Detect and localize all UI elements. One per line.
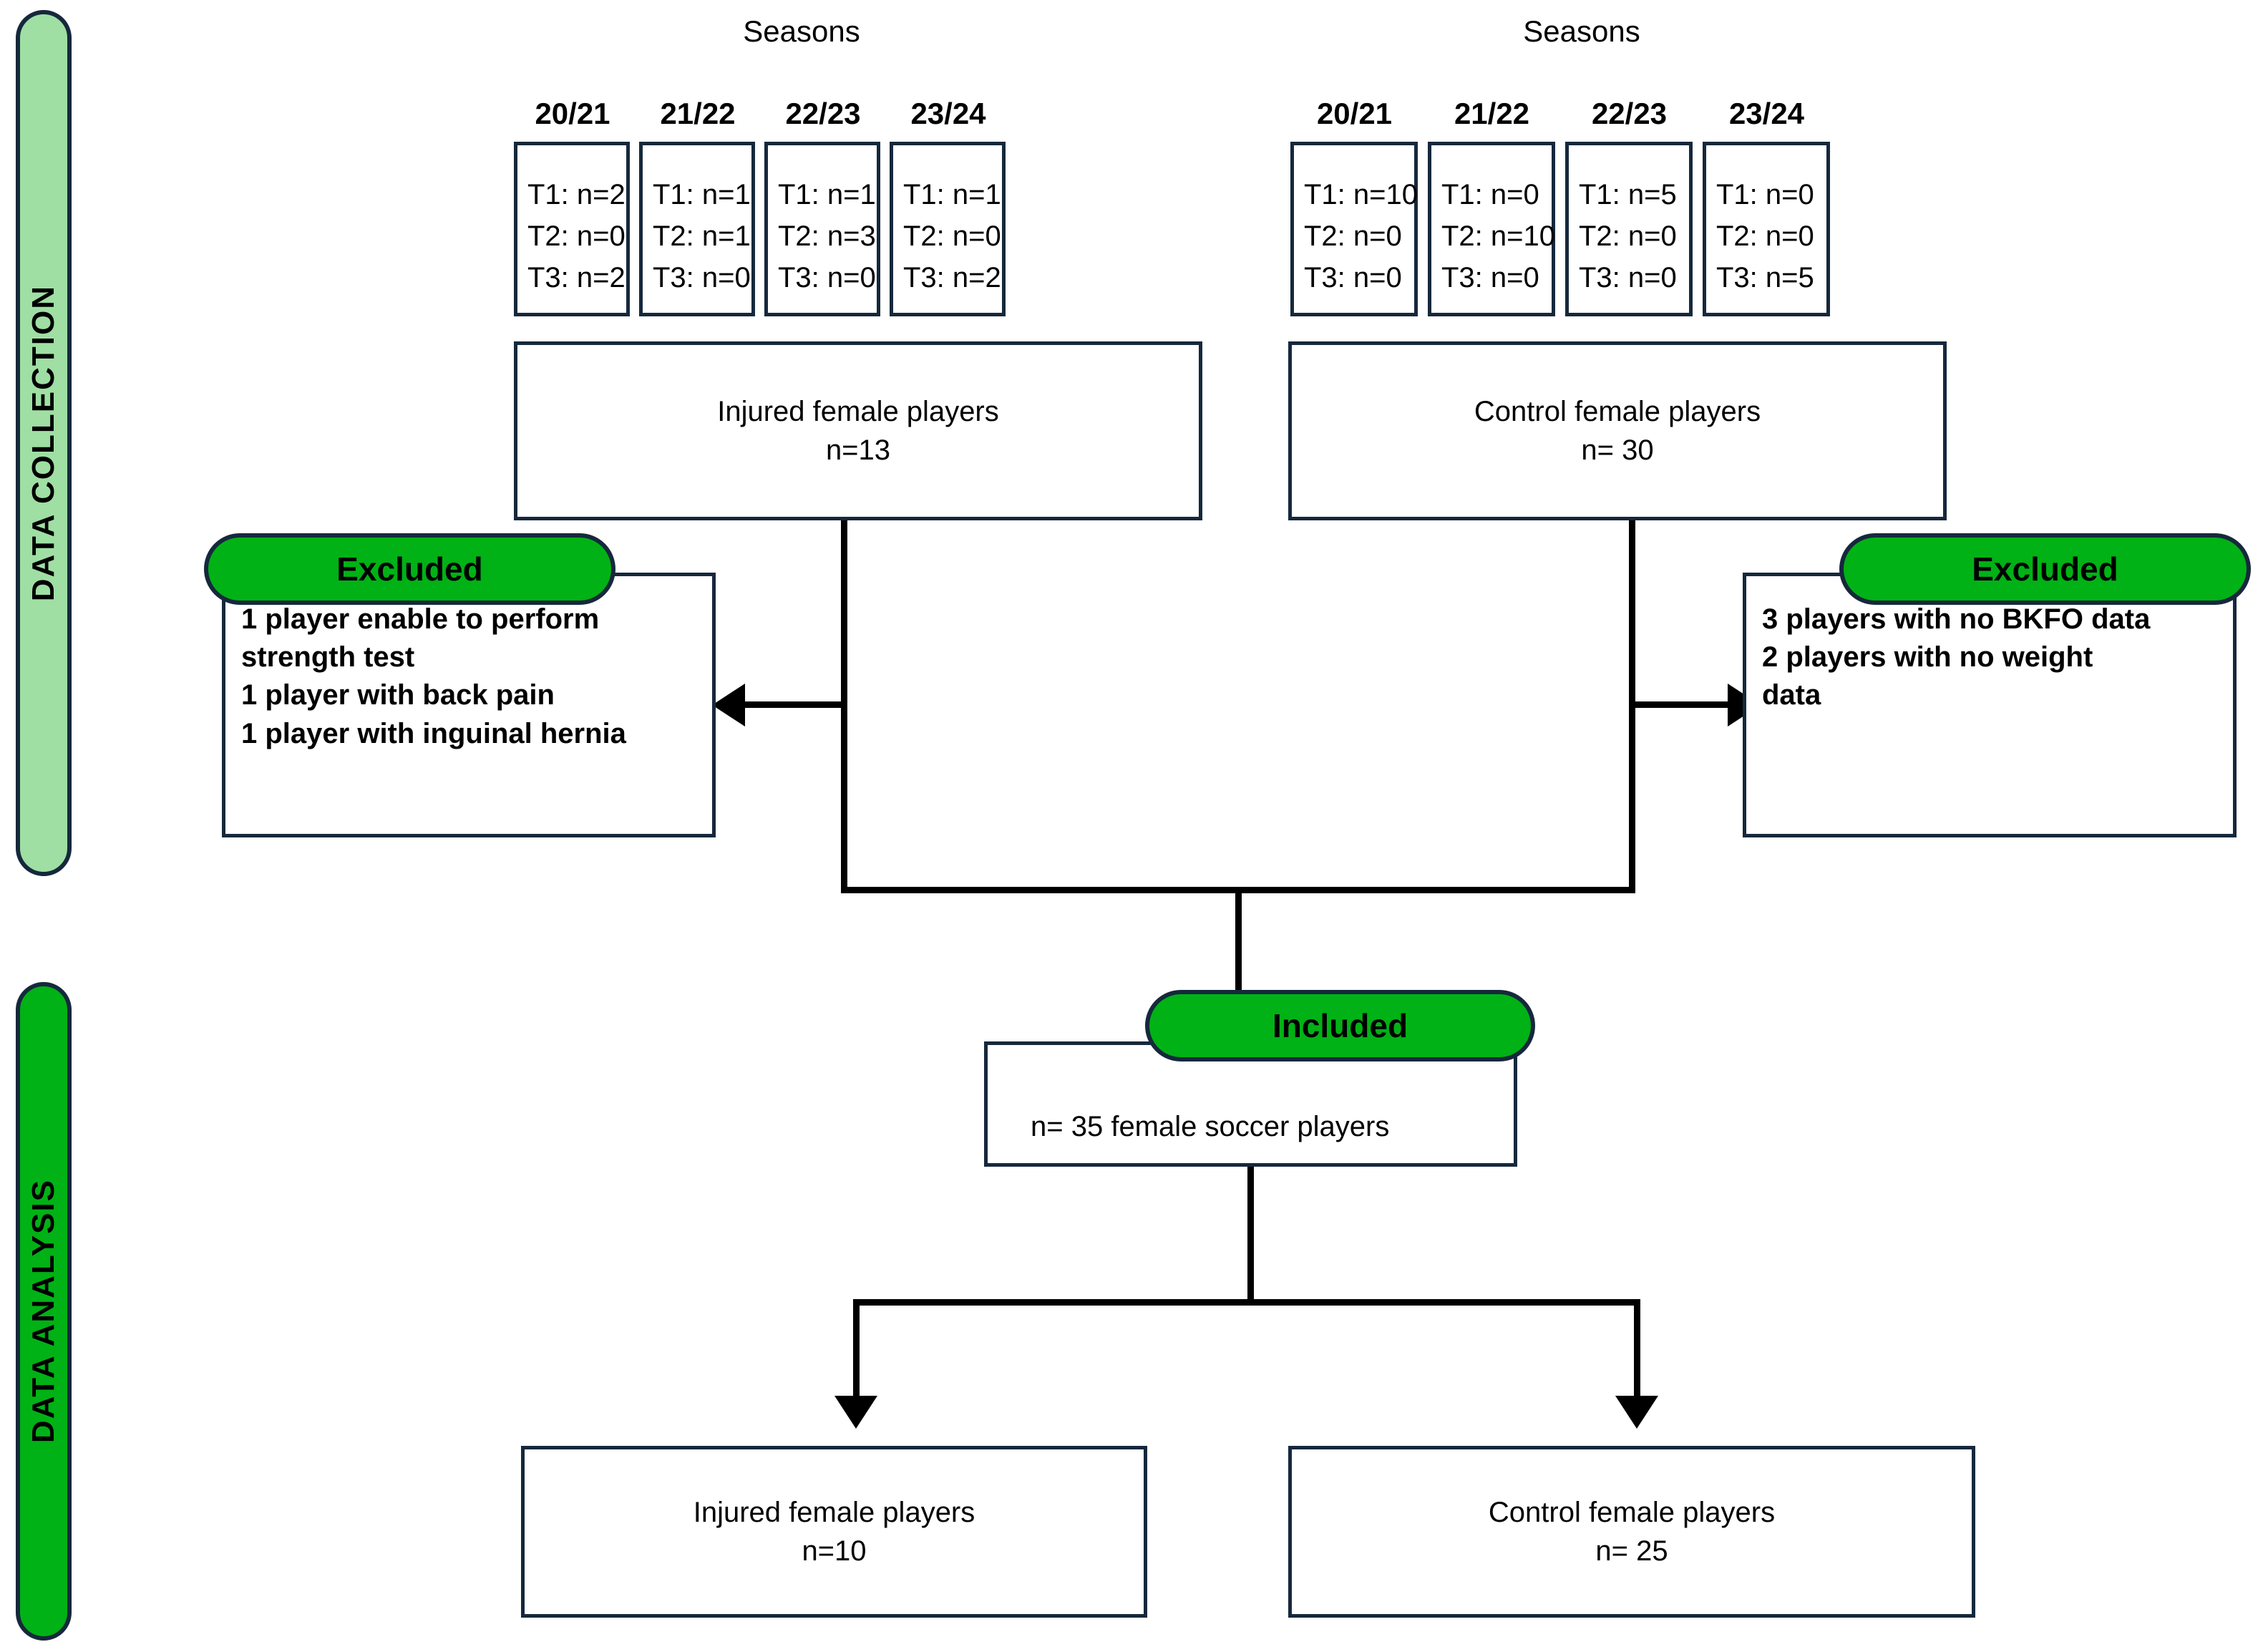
- season-year-injured-3: 23/24: [910, 97, 986, 130]
- analysis-control-box: Control female players n= 25: [1288, 1446, 1975, 1618]
- connector-split-bar: [853, 1299, 1640, 1306]
- season-cell-injured-0: T1: n=2 T2: n=0 T3: n=2: [514, 142, 630, 316]
- box-title: Control female players: [1488, 1497, 1776, 1528]
- seasons-heading-injured: Seasons: [743, 14, 860, 48]
- connector-exclude-right-line: [1630, 701, 1731, 708]
- season-cell-row: T1: n=2: [527, 179, 626, 210]
- arrow-to-control-analysis-icon: [1615, 1396, 1658, 1429]
- season-year-control-1: 21/22: [1454, 97, 1530, 130]
- arrow-exclude-left-icon: [712, 684, 745, 727]
- season-cell-row: T2: n=0: [1304, 220, 1402, 252]
- connector-control-down: [1629, 520, 1635, 563]
- season-cell-row: T1: n=0: [1441, 179, 1539, 210]
- connector-split-left-stem: [853, 1299, 860, 1399]
- connector-included-down: [1247, 1167, 1254, 1303]
- included-pill[interactable]: Included: [1145, 990, 1535, 1061]
- season-cell-row: T2: n=10: [1441, 220, 1556, 252]
- season-cell-control-0: T1: n=10 T2: n=0 T3: n=0: [1290, 142, 1418, 316]
- season-cell-row: T1: n=10: [1304, 179, 1418, 210]
- included-text: n= 35 female soccer players: [1031, 1111, 1390, 1142]
- season-cell-control-2: T1: n=5 T2: n=0 T3: n=0: [1565, 142, 1693, 316]
- season-cell-row: T1: n=5: [1579, 179, 1677, 210]
- phase-bar-data-analysis-label: DATA ANALYSIS: [26, 1179, 61, 1444]
- connector-split-right-stem: [1634, 1299, 1640, 1399]
- excluded-reason-line: 1 player enable to perform: [241, 603, 600, 635]
- season-cell-row: T3: n=0: [1304, 262, 1402, 293]
- season-cell-row: T1: n=1: [778, 179, 876, 210]
- analysis-injured-box: Injured female players n=10: [521, 1446, 1147, 1618]
- season-cell-row: T2: n=1: [653, 220, 751, 252]
- excluded-reason-line: 3 players with no BKFO data: [1762, 603, 2151, 635]
- season-year-control-2: 22/23: [1591, 97, 1668, 130]
- excluded-reason-line: 1 player with back pain: [241, 679, 555, 711]
- season-year-injured-1: 21/22: [660, 97, 736, 130]
- box-count: n= 30: [1581, 434, 1654, 466]
- connector-bracket-left-stem: [841, 563, 847, 893]
- box-count: n= 25: [1595, 1535, 1668, 1567]
- phase-bar-data-collection-label: DATA COLLECTION: [26, 284, 61, 602]
- season-year-control-0: 20/21: [1316, 97, 1393, 130]
- control-female-players-summary-box: Control female players n= 30: [1288, 341, 1947, 520]
- excluded-left-pill-label: Excluded: [336, 550, 483, 588]
- included-pill-label: Included: [1272, 1007, 1408, 1044]
- season-cell-control-1: T1: n=0 T2: n=10 T3: n=0: [1428, 142, 1555, 316]
- phase-bar-data-analysis: DATA ANALYSIS: [16, 982, 72, 1641]
- box-count: n=13: [825, 434, 891, 466]
- season-cell-row: T2: n=0: [1579, 220, 1677, 252]
- season-cell-row: T3: n=2: [527, 262, 626, 293]
- excluded-reason-line: strength test: [241, 641, 415, 674]
- season-cell-injured-2: T1: n=1 T2: n=3 T3: n=0: [764, 142, 880, 316]
- season-year-injured-0: 20/21: [535, 97, 610, 130]
- season-cell-row: T1: n=1: [903, 179, 1001, 210]
- season-cell-row: T3: n=0: [653, 262, 751, 293]
- included-box: n= 35 female soccer players: [984, 1041, 1517, 1167]
- season-cell-row: T1: n=0: [1716, 179, 1814, 210]
- season-year-injured-2: 22/23: [785, 97, 861, 130]
- excluded-left-pill[interactable]: Excluded: [204, 533, 615, 605]
- season-cell-injured-3: T1: n=1 T2: n=0 T3: n=2: [890, 142, 1006, 316]
- injured-female-players-summary-box: Injured female players n=13: [514, 341, 1202, 520]
- connector-bracket-right-stem: [1629, 563, 1635, 893]
- season-year-control-3: 23/24: [1728, 97, 1805, 130]
- box-title: Control female players: [1474, 396, 1761, 427]
- excluded-reason-line: 1 player with inguinal hernia: [241, 717, 626, 749]
- season-cell-row: T3: n=0: [1579, 262, 1677, 293]
- excluded-left-note-box: 1 player enable to perform strength test…: [222, 573, 716, 837]
- season-cell-row: T3: n=2: [903, 262, 1001, 293]
- season-cell-row: T3: n=0: [778, 262, 876, 293]
- excluded-right-pill-label: Excluded: [1972, 550, 2118, 588]
- excluded-reason-line: data: [1762, 679, 1821, 711]
- connector-to-included: [1235, 890, 1242, 1004]
- phase-bar-data-collection: DATA COLLECTION: [16, 10, 72, 876]
- season-cell-row: T2: n=3: [778, 220, 876, 252]
- excluded-reason-line: 2 players with no weight: [1762, 641, 2093, 674]
- box-count: n=10: [802, 1535, 867, 1567]
- excluded-right-note-box: 3 players with no BKFO data 2 players wi…: [1743, 573, 2237, 837]
- box-title: Injured female players: [693, 1497, 975, 1528]
- season-cell-row: T2: n=0: [1716, 220, 1814, 252]
- season-cell-control-3: T1: n=0 T2: n=0 T3: n=5: [1703, 142, 1830, 316]
- connector-exclude-left-line: [744, 701, 845, 708]
- season-cell-row: T3: n=0: [1441, 262, 1539, 293]
- season-cell-row: T3: n=5: [1716, 262, 1814, 293]
- season-cell-row: T2: n=0: [903, 220, 1001, 252]
- season-cell-row: T1: n=1: [653, 179, 751, 210]
- box-title: Injured female players: [717, 396, 999, 427]
- connector-injured-down: [841, 520, 847, 563]
- seasons-heading-control: Seasons: [1523, 14, 1640, 48]
- season-cell-injured-1: T1: n=1 T2: n=1 T3: n=0: [639, 142, 755, 316]
- season-cell-row: T2: n=0: [527, 220, 626, 252]
- arrow-to-injured-analysis-icon: [834, 1396, 877, 1429]
- excluded-right-pill[interactable]: Excluded: [1839, 533, 2251, 605]
